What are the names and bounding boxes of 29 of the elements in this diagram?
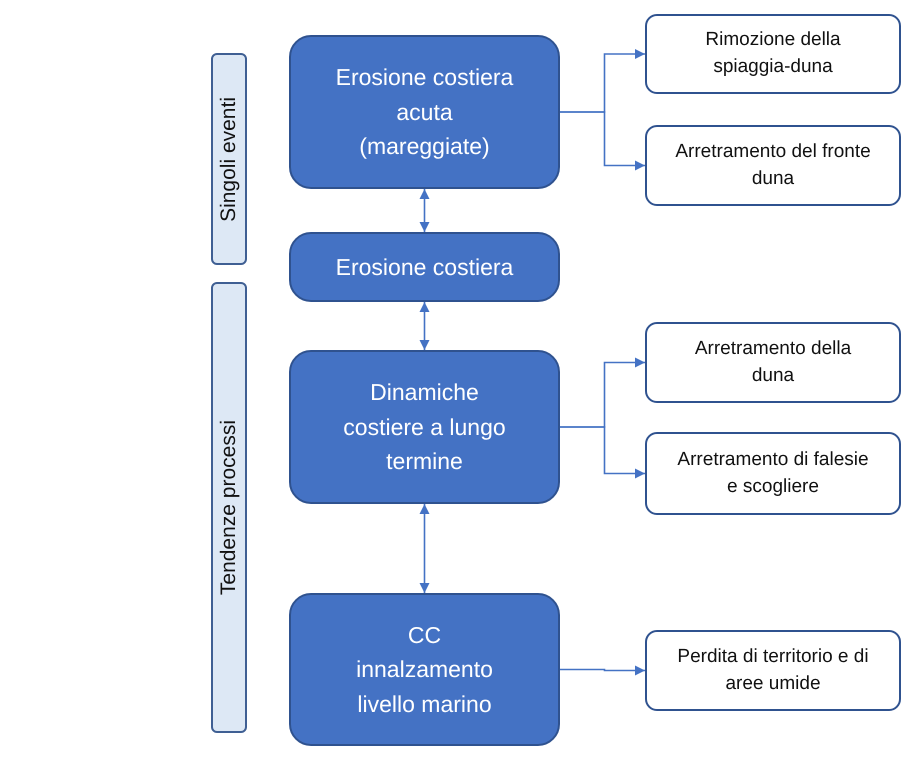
side-band (211, 53, 247, 265)
connector-arrow (560, 111, 645, 170)
effect-label: Arretramento del fronte duna (674, 140, 872, 190)
process-label: CC (408, 620, 442, 650)
process-label: Erosione costiera acuta (mareggiate) (334, 63, 514, 162)
band-label: Singoli eventi (217, 96, 241, 222)
process-box (289, 35, 560, 189)
process-box (289, 593, 560, 746)
process-label: Dinamiche costiere a lungo termine (342, 378, 507, 476)
effect-box (645, 14, 901, 94)
process-box (289, 350, 560, 504)
effect-box (645, 322, 901, 403)
effect-box (645, 432, 901, 515)
connector-arrow (420, 189, 430, 232)
effect-label: Arretramento della duna (694, 336, 852, 388)
connector-arrow (560, 666, 645, 676)
effect-label: Rimozione della spiaggia-duna (704, 28, 842, 79)
connector-arrow (420, 302, 430, 350)
effect-box (645, 630, 901, 711)
process-label: Erosione costiera (336, 252, 514, 282)
effect-label: Perdita di territorio e di aree umide (676, 644, 870, 696)
side-band (211, 282, 247, 733)
process-box (289, 232, 560, 302)
band-label: Tendenze processi (217, 420, 241, 596)
connector-arrow (420, 504, 430, 593)
effect-label: Arretramento di falesie e scogliere (676, 448, 870, 498)
process-label: innalzamento livello marino (355, 655, 494, 719)
effect-box (645, 125, 901, 206)
connector-arrow (560, 426, 645, 478)
